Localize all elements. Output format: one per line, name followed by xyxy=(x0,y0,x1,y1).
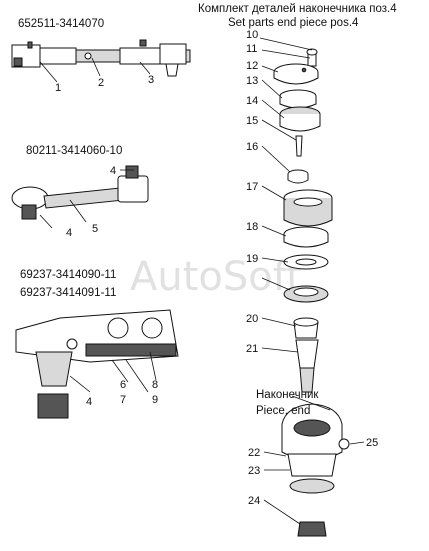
callout-3: 3 xyxy=(148,74,154,86)
assembly-number-2: 80211-3414060-10 xyxy=(26,145,122,157)
callout-12: 12 xyxy=(246,60,258,72)
callout-23: 23 xyxy=(248,465,260,477)
callout-1: 1 xyxy=(55,82,61,94)
assembly-number-3-line-2: 69237-3414091-11 xyxy=(20,287,116,299)
callout-11: 11 xyxy=(246,43,257,55)
callout-4-assembly-2-top: 4 xyxy=(110,165,116,177)
callout-17: 17 xyxy=(246,181,258,193)
header-title-ru: Комплект деталей наконечника поз.4 xyxy=(198,3,397,15)
callout-20: 20 xyxy=(246,313,258,325)
callout-9: 9 xyxy=(152,394,158,406)
callout-19: 19 xyxy=(246,253,258,265)
assembly-number-3-line-1: 69237-3414090-11 xyxy=(20,269,116,281)
end-piece-kit xyxy=(273,48,350,537)
watermark: AutoSoft xyxy=(130,254,302,300)
callout-15: 15 xyxy=(246,115,258,127)
callout-25: 25 xyxy=(366,437,378,449)
callout-5: 5 xyxy=(92,223,98,235)
callout-2: 2 xyxy=(98,77,104,89)
callout-13: 13 xyxy=(246,75,258,87)
assembly-number-1: 652511-3414070 xyxy=(18,18,104,30)
header-title-en: Set parts end piece pos.4 xyxy=(228,17,359,29)
callout-7: 7 xyxy=(120,394,126,406)
callout-24: 24 xyxy=(248,495,260,507)
callout-16: 16 xyxy=(246,141,258,153)
callout-8: 8 xyxy=(152,379,158,391)
end-piece-label-en: Piece, end xyxy=(256,405,310,417)
callout-6: 6 xyxy=(120,379,126,391)
callout-18: 18 xyxy=(246,221,258,233)
callout-22: 22 xyxy=(248,447,260,459)
callout-14: 14 xyxy=(246,95,258,107)
callout-4-assembly-3: 4 xyxy=(86,396,92,408)
tie-rod-assembly-3 xyxy=(15,309,179,419)
tie-rod-assembly-2 xyxy=(11,165,149,220)
callout-10: 10 xyxy=(246,29,258,41)
tie-rod-assembly-1 xyxy=(11,39,191,77)
end-piece-label-ru: Наконечник xyxy=(256,389,319,401)
callout-21: 21 xyxy=(246,343,258,355)
callout-4-assembly-2-bottom: 4 xyxy=(66,227,72,239)
